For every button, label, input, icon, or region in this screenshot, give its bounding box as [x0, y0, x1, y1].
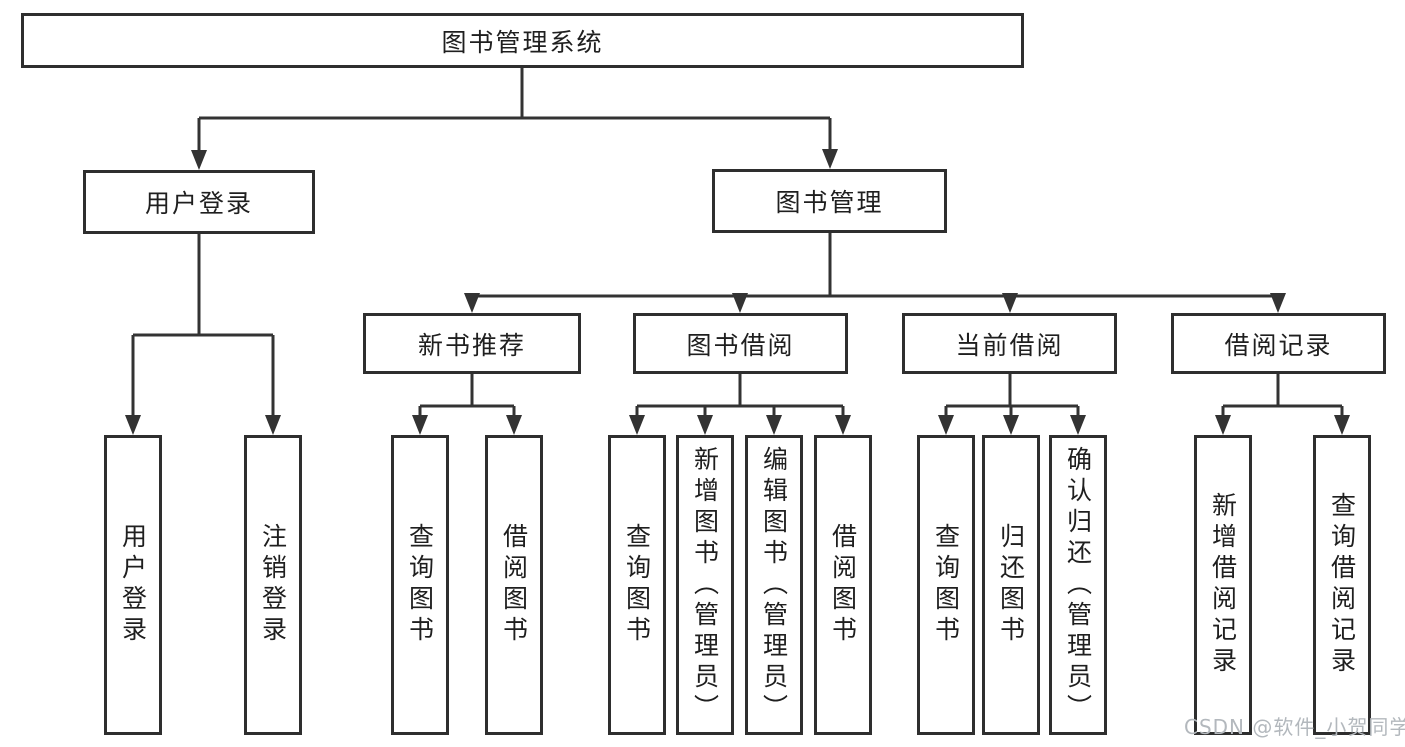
- node-root-label: 图书管理系统: [441, 27, 604, 57]
- node-book-management: 图书管理: [712, 169, 947, 233]
- node-new-book-recommend: 新书推荐: [363, 313, 581, 374]
- leaf-borrow-book: 借阅图书: [814, 435, 872, 735]
- leaf-query-book-borrow: 查询图书: [608, 435, 666, 735]
- node-root-system: 图书管理系统: [21, 13, 1024, 68]
- node-borrow-records-label: 借阅记录: [1224, 330, 1333, 360]
- csdn-watermark: CSDN @软件_小贺同学: [1184, 715, 1405, 739]
- node-borrow-records: 借阅记录: [1171, 313, 1386, 374]
- node-user-login: 用户登录: [83, 170, 315, 234]
- node-current-borrow: 当前借阅: [902, 313, 1117, 374]
- leaf-confirm-return-admin: 确认归还（管理员）: [1049, 435, 1107, 735]
- node-current-borrow-label: 当前借阅: [955, 330, 1064, 360]
- leaf-query-borrow-record: 查询借阅记录: [1313, 435, 1371, 735]
- leaf-return-book: 归还图书: [982, 435, 1040, 735]
- node-book-management-label: 图书管理: [775, 188, 884, 217]
- leaf-user-login: 用户登录: [104, 435, 162, 735]
- node-user-login-label: 用户登录: [144, 189, 253, 218]
- node-book-borrow-label: 图书借阅: [686, 330, 795, 360]
- leaf-query-book-recommend: 查询图书: [391, 435, 449, 735]
- node-new-book-recommend-label: 新书推荐: [417, 330, 526, 360]
- leaf-add-book-admin: 新增图书（管理员）: [676, 435, 734, 735]
- leaf-add-borrow-record: 新增借阅记录: [1194, 435, 1252, 735]
- node-book-borrow: 图书借阅: [633, 313, 848, 374]
- leaf-borrow-book-recommend: 借阅图书: [485, 435, 543, 735]
- leaf-query-book-current: 查询图书: [917, 435, 975, 735]
- arrowhead-icons: [125, 149, 1350, 435]
- leaf-edit-book-admin: 编辑图书（管理员）: [745, 435, 803, 735]
- leaf-logout-login: 注销登录: [244, 435, 302, 735]
